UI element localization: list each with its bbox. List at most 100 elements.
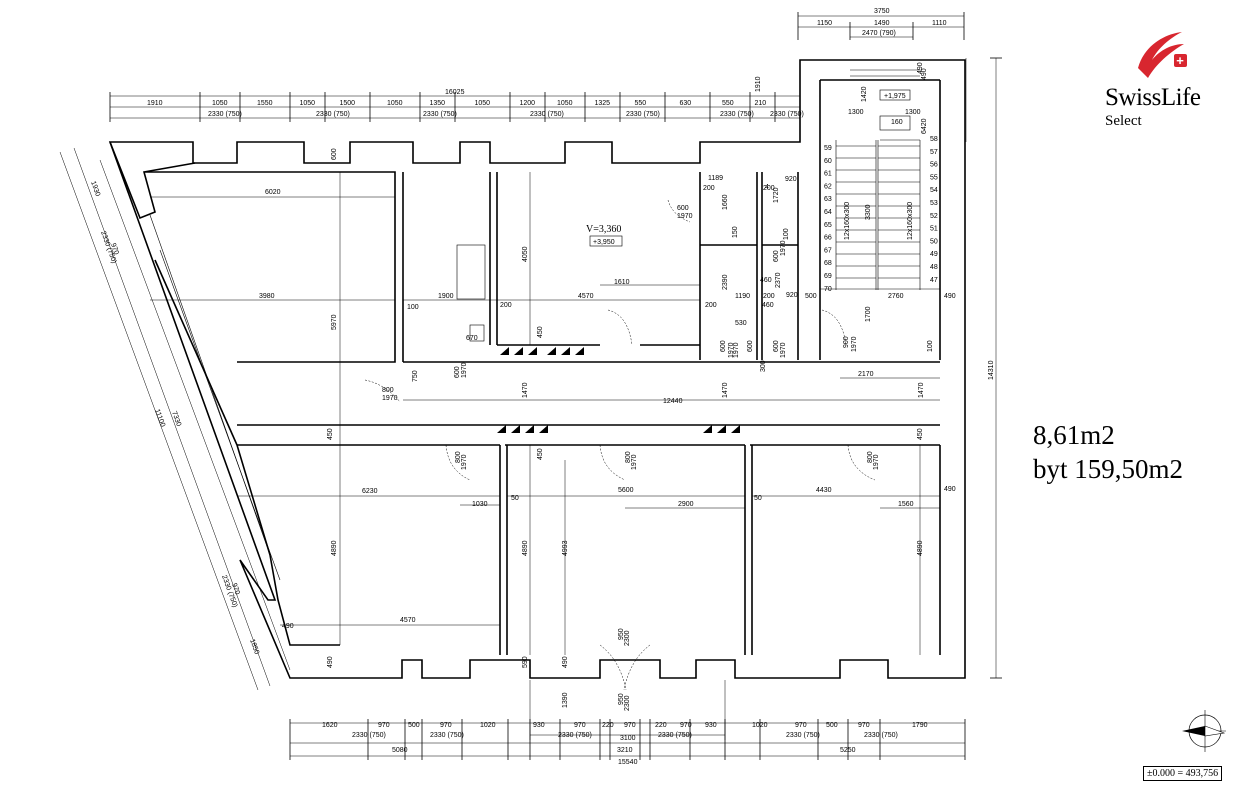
dim-label: 1720 (773, 187, 780, 203)
dim-label: 1020 (752, 722, 768, 729)
stair-step-number: 66 (824, 235, 832, 242)
dim-label: 50 (754, 495, 762, 502)
area-line-1: 8,61m2 (1033, 420, 1115, 450)
dim-label: 2330 (750) (352, 732, 386, 739)
dim-label: 2330 (750) (316, 111, 350, 118)
dim-label: 2330 (750) (430, 732, 464, 739)
dim-label: 1020 (480, 722, 496, 729)
bottom-dimensions: 5080 3100 3210 5250 15540 16209705009701… (289, 680, 966, 766)
dim-label: 630 (680, 100, 692, 107)
dim-label: 4890 (522, 540, 529, 556)
dim-label: 200 (500, 302, 512, 309)
dim-label: 2170 (858, 371, 874, 378)
vent-marker (525, 425, 534, 433)
dim-label: 970 (440, 722, 452, 729)
dim-label: 1470 (522, 382, 529, 398)
dim-label: 1970 (461, 454, 468, 470)
dim-label: 100 (783, 228, 790, 240)
dim-label: 2330 (750) (208, 111, 242, 118)
dim-label: 2330 (750) (626, 111, 660, 118)
dim-label: 2760 (888, 293, 904, 300)
dim-label: 6020 (265, 189, 281, 196)
area-note: 8,61m2 byt 159,50m2 (1033, 418, 1183, 486)
stair-step-number: 52 (930, 213, 938, 220)
stair-step-numbers: 5960616263646566676869705857565554535251… (824, 136, 938, 293)
dim-label: 2330 (750) (786, 732, 820, 739)
dim-label: 800 (867, 451, 874, 463)
dim-label: 100 (407, 304, 419, 311)
dim-label: 1970 (780, 342, 787, 358)
dim-label: 970 (378, 722, 390, 729)
dim-label: 160 (891, 119, 903, 126)
vent-marker (703, 425, 712, 433)
dim-label: 12440 (663, 398, 683, 405)
dim-label: 1970 (780, 240, 787, 256)
room-level: V=3,360 (586, 224, 621, 235)
dim-label: 460 (760, 277, 772, 284)
dim-label: 1970 (677, 213, 693, 220)
dim-label: 1300 (905, 109, 921, 116)
dim-label: 1390 (562, 692, 569, 708)
dim-label: 490 (944, 486, 956, 493)
dim-label: 800 (455, 451, 462, 463)
dim-label: 500 (826, 722, 838, 729)
dim-label: 600 (773, 250, 780, 262)
dim-label: 1970 (631, 454, 638, 470)
dim-label: 3750 (874, 8, 890, 15)
stair-treads (836, 145, 920, 279)
dim-label: 300 (760, 360, 767, 372)
dim-label: 3210 (617, 747, 633, 754)
dim-label: 970 (109, 242, 120, 255)
dim-label: 1560 (898, 501, 914, 508)
stair-step-number: 57 (930, 149, 938, 156)
dim-label: 4890 (331, 540, 338, 556)
stair-step-number: 64 (824, 209, 832, 216)
dim-label: 2900 (678, 501, 694, 508)
dim-label: 460 (762, 302, 774, 309)
dim-label: 3980 (259, 293, 275, 300)
dim-label: 4 (765, 184, 769, 191)
stair-run: 3300 (865, 204, 872, 220)
dim-label: 490 (282, 623, 294, 630)
dim-label: 1200 (520, 100, 536, 107)
dim-label: 490 (944, 293, 956, 300)
dim-label: 600 (773, 340, 780, 352)
vent-marker (575, 347, 584, 355)
stair-step-number: 50 (930, 238, 938, 245)
dim-label: 2300 (624, 695, 631, 711)
right-dimensions: 14310 1910 490 6420 (755, 57, 1002, 679)
dim-label: 670 (466, 335, 478, 342)
room-level-sub: +3,950 (593, 239, 615, 246)
dim-label: 7330 (170, 410, 182, 427)
dim-label: 490 (921, 68, 928, 80)
stair-step-number: 69 (824, 273, 832, 280)
dim-label: 1030 (472, 501, 488, 508)
dim-label: 1050 (475, 100, 491, 107)
dim-label: 450 (537, 326, 544, 338)
dim-label: 2330 (750) (864, 732, 898, 739)
dim-label: 2470 (790) (862, 30, 896, 37)
dim-label: 950 (618, 693, 625, 705)
dim-label: 1900 (438, 293, 454, 300)
dim-label: 210 (755, 100, 767, 107)
dim-label: 1490 (874, 20, 890, 27)
stair-step-number: 62 (824, 183, 832, 190)
dim-label: 100 (927, 340, 934, 352)
dim-label: 970 (624, 722, 636, 729)
dim-label: 2330 (750) (423, 111, 457, 118)
dim-label: 1150 (817, 20, 832, 27)
stair-step-number: 59 (824, 145, 832, 152)
dim-label: 970 (574, 722, 586, 729)
top-dimensions: 16025 1910105015501050150010501350105012… (109, 89, 804, 122)
vent-marker (547, 347, 556, 355)
dim-label: 1050 (212, 100, 228, 107)
dim-label: 1190 (735, 293, 750, 300)
dim-label: 930 (705, 722, 717, 729)
vent-marker (561, 347, 570, 355)
dim-label: 450 (327, 428, 334, 440)
dim-label: 6420 (921, 118, 928, 134)
dim-label: 750 (412, 370, 419, 382)
dim-label: 1970 (382, 395, 398, 402)
dim-label: 970 (680, 722, 692, 729)
